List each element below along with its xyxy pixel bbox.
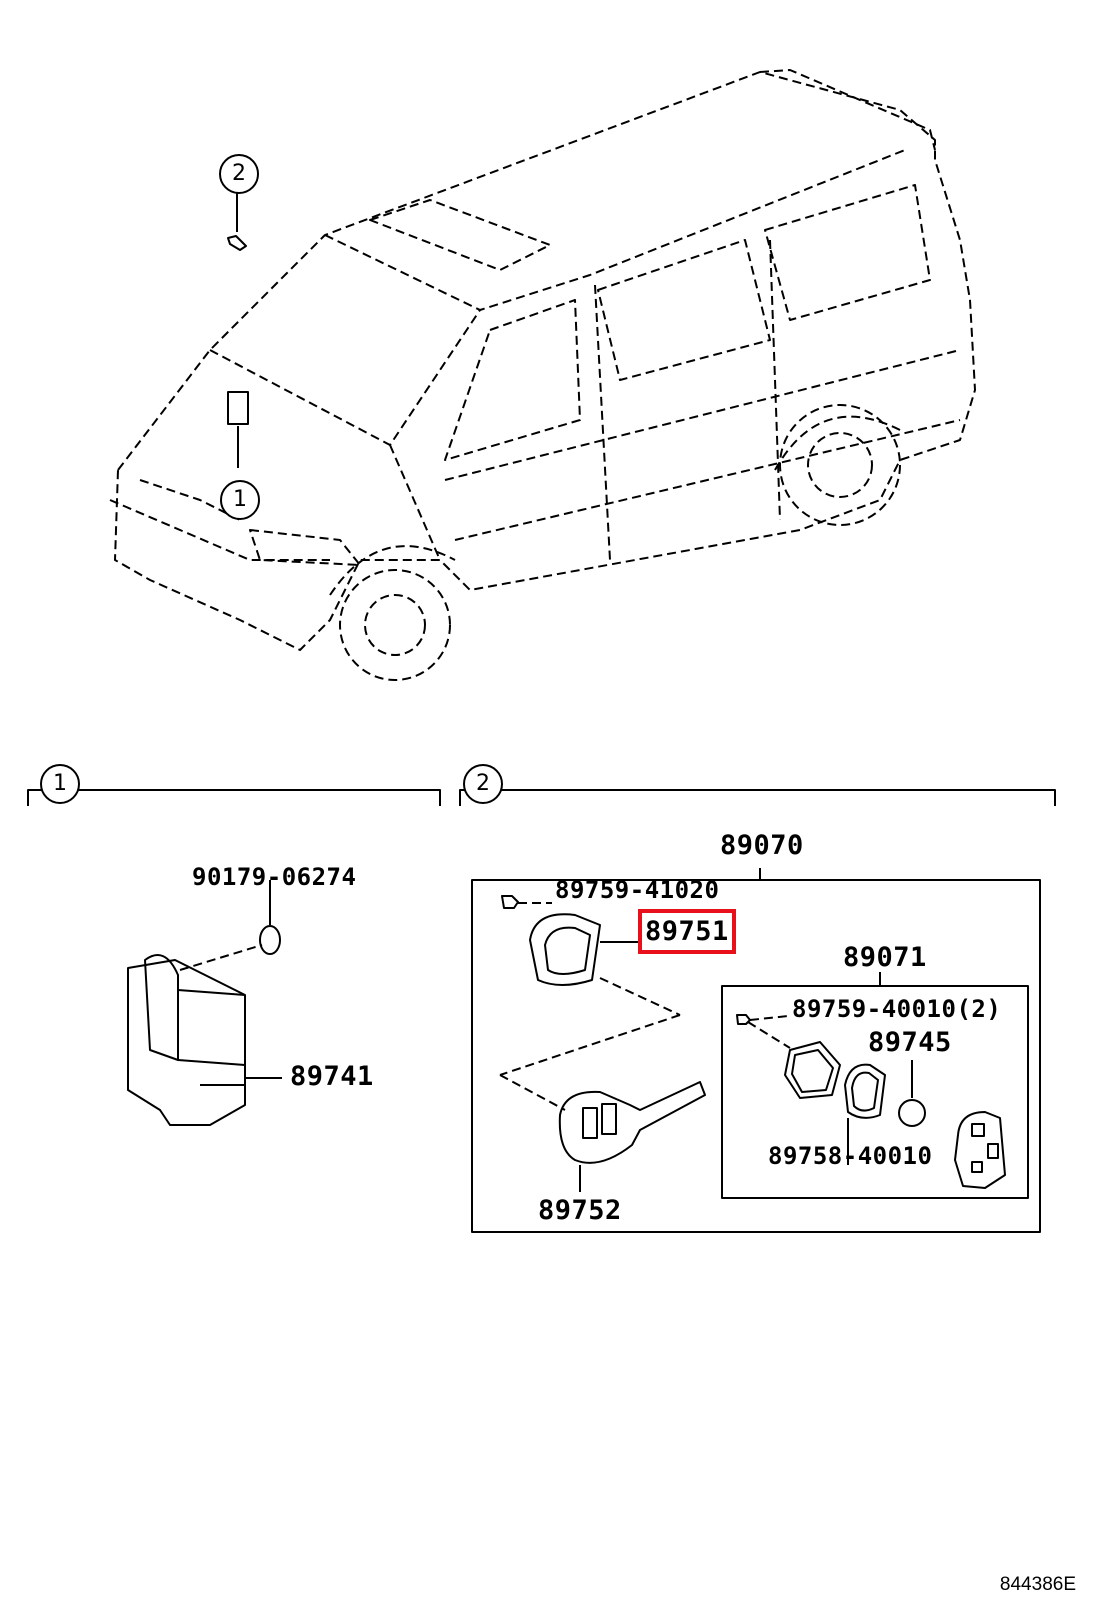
key-location-marker — [227, 235, 247, 251]
battery-89745-drawing — [898, 1099, 926, 1127]
transmitter-housing-drawing — [954, 1111, 1006, 1189]
section1-bracket — [27, 789, 441, 806]
receiver-drawing — [127, 925, 281, 1126]
case-89758-40010-drawing — [844, 1063, 886, 1119]
case-cover-89751-drawing — [529, 913, 601, 986]
part-label-89759-41020: 89759-41020 — [555, 876, 720, 904]
part-label-89071: 89071 — [843, 942, 927, 973]
part-label-89745: 89745 — [868, 1027, 952, 1058]
key-89752-drawing — [558, 1081, 706, 1164]
receiver-location-marker — [227, 391, 249, 425]
section2-bracket — [459, 789, 1056, 806]
board-drawing — [784, 1041, 841, 1099]
vehicle-drawing — [109, 69, 976, 681]
kit-89070-box — [471, 879, 1041, 1233]
part-label-89752: 89752 — [538, 1195, 622, 1226]
part-label-89759-40010: 89759-40010(2) — [792, 995, 1002, 1023]
transmitter-89071-box — [721, 985, 1029, 1199]
callout-2: 2 — [219, 154, 259, 194]
part-label-89741: 89741 — [290, 1061, 374, 1092]
part-label-89751: 89751 — [638, 909, 736, 954]
part-label-89070: 89070 — [720, 830, 804, 861]
part-label-89758-40010: 89758-40010 — [768, 1142, 933, 1170]
section2-ref: 2 — [463, 764, 503, 804]
screw-89759-41020-drawing — [501, 895, 519, 909]
section1-ref: 1 — [40, 764, 80, 804]
callout-1: 1 — [220, 480, 260, 520]
part-label-90179-06274: 90179-06274 — [192, 863, 357, 891]
figure-code: 844386E — [999, 1574, 1076, 1595]
